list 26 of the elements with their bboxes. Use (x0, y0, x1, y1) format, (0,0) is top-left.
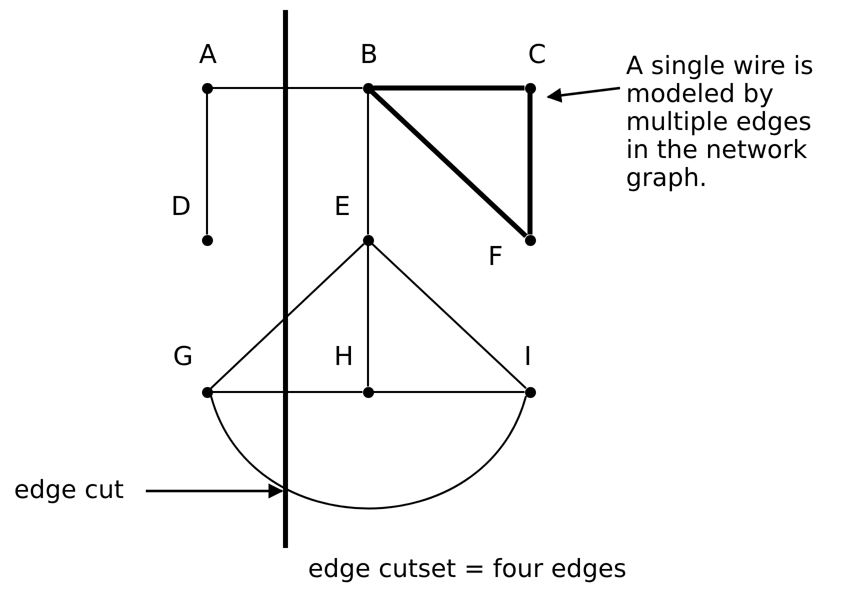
vertex-label: H (334, 342, 354, 372)
vertex-label: E (334, 192, 350, 222)
arrow (146, 484, 284, 498)
vertex-label: G (173, 342, 194, 372)
annotation-text: A single wire is modeled by multiple edges in the network graph. (626, 52, 841, 192)
graph-edge (374, 391, 524, 393)
graph-edge (370, 90, 528, 238)
graph-edge (212, 391, 362, 393)
graph-edge (210, 243, 365, 389)
arrow (546, 86, 620, 103)
vertex-label: B (360, 40, 378, 70)
graph-edge (371, 243, 527, 389)
note-text: edge cutset = four edges (308, 555, 627, 583)
graph-edge (367, 246, 369, 386)
annotation-text: edge cut (14, 476, 124, 504)
graph-edge (210, 396, 527, 510)
vertex-label: C (528, 40, 546, 70)
vertex-label: I (524, 342, 532, 372)
vertex-label: A (199, 40, 217, 70)
vertex-label: D (171, 192, 192, 222)
graph-edge (367, 94, 369, 234)
vertex-label: F (488, 242, 503, 272)
graph-edge (528, 94, 532, 234)
graph-edge (212, 87, 362, 89)
graph-edge (374, 86, 524, 90)
graph-edge (206, 94, 208, 234)
